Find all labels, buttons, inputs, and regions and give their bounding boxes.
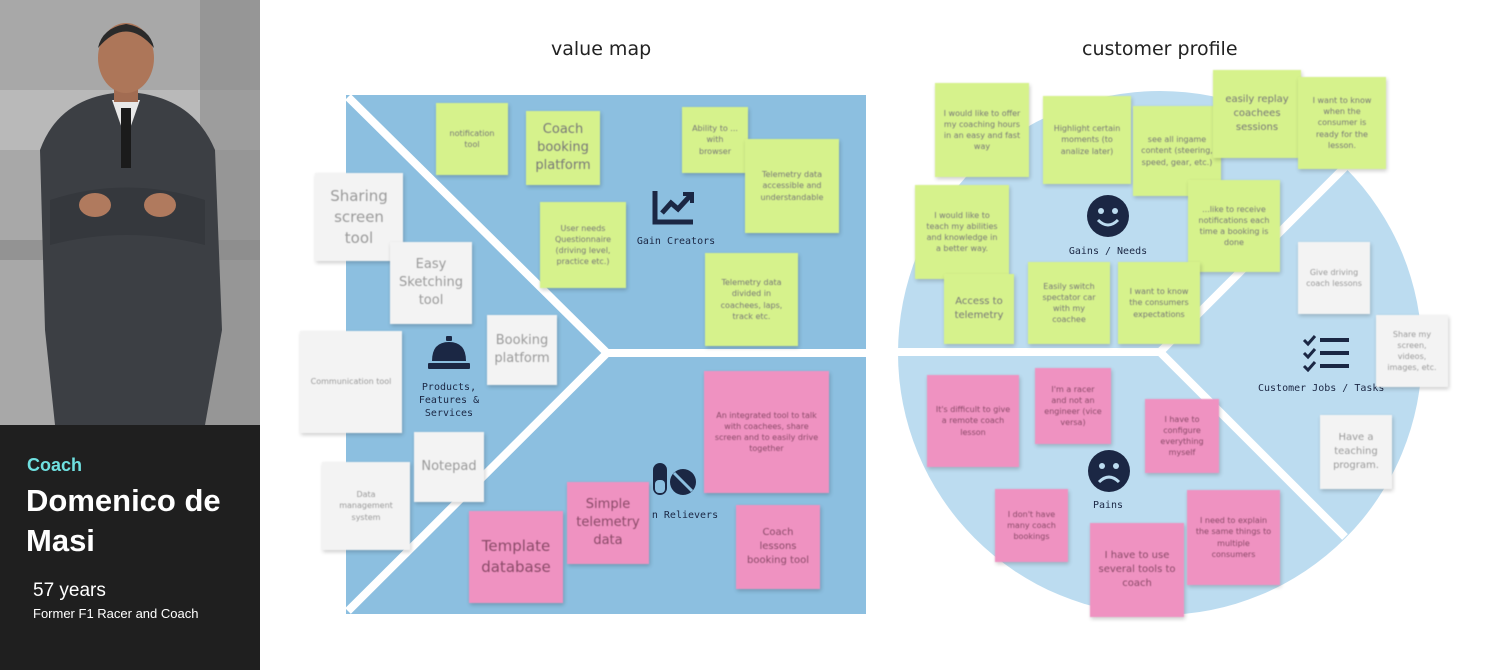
trend-chart-icon xyxy=(652,191,694,225)
customer-jobs-label: Customer Jobs / Tasks xyxy=(1258,383,1385,394)
sticky-note[interactable]: Coach booking platform xyxy=(526,111,600,185)
frown-icon xyxy=(1088,450,1130,492)
sticky-note[interactable]: Easy Sketching tool xyxy=(390,242,472,324)
sticky-note[interactable]: Give driving coach lessons xyxy=(1298,242,1370,314)
sticky-note[interactable]: It's difficult to give a remote coach le… xyxy=(927,375,1019,467)
sticky-note[interactable]: I have to configure everything myself xyxy=(1145,399,1219,473)
persona-panel: Coach Domenico de Masi 57 years Former F… xyxy=(0,0,260,670)
customer-profile-title: customer profile xyxy=(1082,38,1238,60)
sticky-note[interactable]: Ability to ... with browser xyxy=(682,107,748,173)
sticky-note[interactable]: Highlight certain moments (to analize la… xyxy=(1043,96,1131,184)
sticky-note[interactable]: Coach lessons booking tool xyxy=(736,505,820,589)
sticky-note[interactable]: notification tool xyxy=(436,103,508,175)
sticky-note[interactable]: I need to explain the same things to mul… xyxy=(1187,490,1280,585)
persona-portrait xyxy=(0,0,260,425)
sticky-note[interactable]: Notepad xyxy=(414,432,484,502)
gains-needs-label: Gains / Needs xyxy=(1068,246,1148,257)
persona-role: Coach xyxy=(27,455,83,475)
sticky-note[interactable]: I have to use several tools to coach xyxy=(1090,523,1184,617)
sticky-note[interactable]: Communication tool xyxy=(300,331,402,433)
sticky-note[interactable]: I would like to teach my abilities and k… xyxy=(915,185,1009,279)
smile-icon xyxy=(1087,195,1129,237)
sticky-note[interactable]: Telemetry data divided in coachees, laps… xyxy=(705,253,798,346)
value-map-title: value map xyxy=(551,38,652,60)
checklist-icon xyxy=(1302,335,1349,372)
products-services-label: Products, Features & Services xyxy=(418,382,480,419)
sticky-note[interactable]: Template database xyxy=(469,511,563,603)
sticky-note[interactable]: I want to know when the consumer is read… xyxy=(1298,77,1386,169)
sticky-note[interactable]: I'm a racer and not an engineer (vice ve… xyxy=(1035,368,1111,444)
persona-age: 57 years xyxy=(33,580,106,601)
sticky-note[interactable]: easily replay coachees sessions xyxy=(1213,70,1301,158)
sticky-note[interactable]: ...like to receive notifications each ti… xyxy=(1188,180,1280,272)
sticky-note[interactable]: Have a teaching program. xyxy=(1320,415,1392,489)
sticky-note[interactable]: Telemetry data accessible and understand… xyxy=(745,139,839,233)
sticky-note[interactable]: I want to know the consumers expectation… xyxy=(1118,262,1200,344)
persona-info: Coach Domenico de Masi 57 years Former F… xyxy=(0,425,260,670)
service-bell-icon xyxy=(428,336,470,369)
gain-creators-label: Gain Creators xyxy=(636,236,716,247)
sticky-note[interactable]: Data management system xyxy=(322,462,410,550)
sticky-note[interactable]: Simple telemetry data xyxy=(567,482,649,564)
sticky-note[interactable]: Access to telemetry xyxy=(944,274,1014,344)
sticky-note[interactable]: I would like to offer my coaching hours … xyxy=(935,83,1029,177)
pains-label: Pains xyxy=(1092,500,1124,511)
persona-photo xyxy=(0,0,260,425)
sticky-note[interactable]: An integrated tool to talk with coachees… xyxy=(704,371,829,493)
sticky-note[interactable]: User needs Questionnaire (driving level,… xyxy=(540,202,626,288)
sticky-note[interactable]: Sharing screen tool xyxy=(315,173,403,261)
pills-icon xyxy=(653,463,696,495)
sticky-note[interactable]: I don't have many coach bookings xyxy=(995,489,1068,562)
sticky-note[interactable]: Share my screen, videos, images, etc. xyxy=(1376,315,1448,387)
persona-name: Domenico de Masi xyxy=(26,483,221,558)
sticky-note[interactable]: Easily switch spectator car with my coac… xyxy=(1028,262,1110,344)
persona-occupation: Former F1 Racer and Coach xyxy=(33,606,199,621)
sticky-note[interactable]: Booking platform xyxy=(487,315,557,385)
pain-relievers-label: n Relievers xyxy=(651,510,719,521)
